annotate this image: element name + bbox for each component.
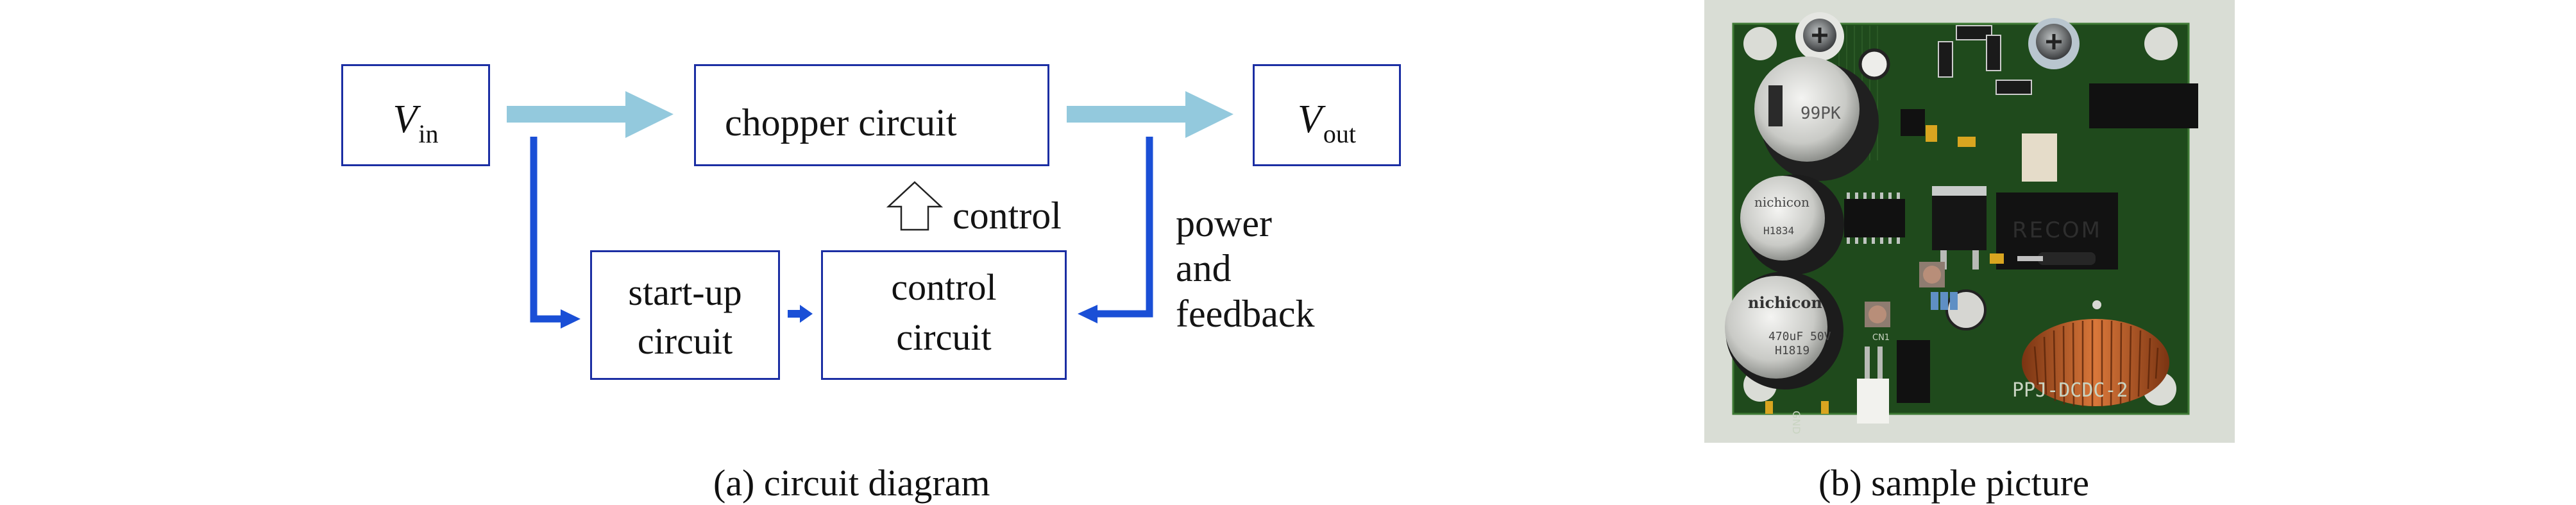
svg-text:H1834: H1834 [1763, 225, 1794, 237]
control-label-line2: circuit [896, 316, 992, 358]
recom-label: RECOM [2012, 218, 2102, 243]
feedback-label-line3: feedback [1176, 293, 1315, 335]
chopper-circuit-block: chopper circuit [694, 64, 1049, 166]
capacitor-nichicon-1000uf: nichicon H1834 [1740, 175, 1844, 275]
ic-u3 [1844, 199, 1905, 237]
arrow-startup-to-control [788, 305, 813, 323]
capacitor-nichicon-470uf: nichicon 470uF 50V H1819 [1725, 271, 1843, 389]
startup-circuit-block: start-up circuit [590, 250, 780, 380]
svg-text:nichicon: nichicon [1754, 194, 1809, 210]
svg-text:470uF 50V: 470uF 50V [1768, 330, 1831, 343]
vout-label: Vout [1255, 98, 1399, 147]
vout-block: Vout [1253, 64, 1401, 166]
control-label-line1: control [891, 266, 997, 308]
svg-text:CN1: CN1 [1872, 333, 1890, 343]
standoff-icon [2144, 27, 2178, 60]
signal-line-feedback [1094, 137, 1153, 318]
svg-text:nichicon: nichicon [1748, 293, 1822, 312]
feedback-label-line1: power [1176, 202, 1272, 244]
control-signal-label: control [953, 194, 1062, 237]
vout-symbol: V [1298, 98, 1322, 141]
feedback-label-line2: and [1176, 247, 1232, 289]
startup-label-line1: start-up [628, 271, 742, 313]
arrowhead-to-startup [561, 309, 580, 329]
sample-picture: 99PK nichicon H1834 nichicon 470uF 50V H… [1704, 0, 2235, 443]
toroid-inductor [2022, 300, 2169, 407]
signal-line-vin-to-startup [530, 137, 564, 323]
svg-text:H1819: H1819 [1775, 344, 1809, 357]
chopper-circuit-label: chopper circuit [725, 101, 957, 144]
hollow-up-arrow-icon [886, 181, 944, 231]
control-circuit-block: control circuit [821, 250, 1067, 380]
vin-symbol: V [393, 98, 418, 141]
optocoupler [2022, 133, 2057, 182]
vout-subscript: out [1323, 119, 1356, 148]
pcb-photo: 99PK nichicon H1834 nichicon 470uF 50V H… [1704, 0, 2235, 443]
board-model-label: PPJ-DCDC-2 [2012, 379, 2128, 402]
standoff-icon [1743, 27, 1777, 60]
vin-block: Vin [341, 64, 490, 166]
vin-subscript: in [418, 119, 439, 148]
mosfet1 [1932, 196, 1987, 250]
connector-cn1 [1857, 379, 1889, 424]
vin-label: Vin [343, 98, 488, 147]
svg-text:99PK: 99PK [1801, 104, 1841, 123]
ic-small [1901, 109, 1925, 136]
svg-text:GND: GND [1790, 411, 1802, 434]
caption-b: (b) sample picture [1818, 462, 2089, 504]
main-arrow-vin-to-chopper [507, 91, 674, 138]
caption-a: (a) circuit diagram [713, 462, 990, 504]
main-arrow-chopper-to-vout [1067, 91, 1233, 138]
capacitor-1000uf: 99PK [1754, 56, 1879, 181]
arrowhead-to-control [1078, 305, 1097, 323]
startup-label-line2: circuit [637, 320, 733, 362]
